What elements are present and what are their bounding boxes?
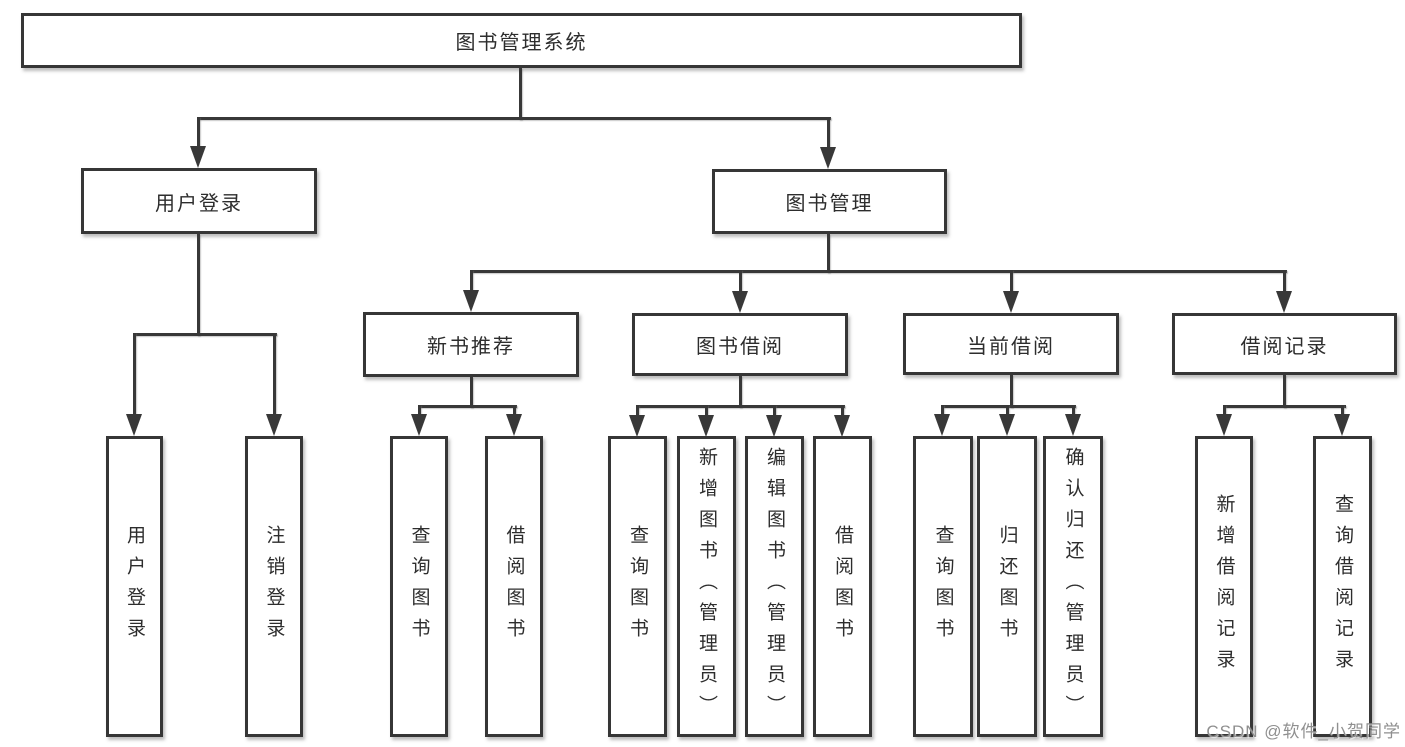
arrow-down-icon — [766, 415, 782, 437]
arrow-down-icon — [629, 415, 645, 437]
connector-newbooks-drop-1 — [418, 405, 421, 417]
csdn-watermark: CSDN @软件_小贺同学 — [1206, 722, 1401, 741]
node-book-borrow: 图书借阅 — [632, 313, 848, 376]
node-current-borrow: 当前借阅 — [903, 313, 1119, 375]
node-leaf-br-add: 新增借阅记录 — [1195, 436, 1253, 737]
arrow-down-icon — [463, 290, 479, 312]
connector-root-stem — [519, 68, 522, 120]
node-leaf-nb-search-label: 查询图书 — [408, 524, 430, 649]
node-leaf-bb-search-label: 查询图书 — [627, 524, 648, 649]
connector-root-drop-left — [197, 117, 200, 147]
node-leaf-cb-confirm: 确认归还（管理员） — [1043, 436, 1103, 737]
connector-borrowrecords-stem — [1283, 375, 1286, 408]
node-leaf-cb-search-label: 查询图书 — [932, 524, 954, 649]
node-leaf-nb-borrow-label: 借阅图书 — [503, 524, 525, 649]
node-user-login: 用户登录 — [81, 168, 317, 234]
connector-root-drop-right — [827, 117, 830, 147]
arrow-down-icon — [1216, 414, 1232, 436]
arrow-down-icon — [190, 146, 206, 168]
node-leaf-bb-search: 查询图书 — [608, 436, 667, 737]
connector-bookmgmt-stem — [827, 234, 830, 273]
connector-userlogin-stem — [197, 234, 200, 336]
connector-bookmgmt-drop-2 — [739, 270, 742, 292]
node-leaf-cb-return: 归还图书 — [977, 436, 1037, 737]
arrow-down-icon — [1334, 414, 1350, 436]
arrow-down-icon — [411, 414, 427, 436]
arrow-down-icon — [999, 414, 1015, 436]
node-leaf-ul-logout-label: 注销登录 — [263, 524, 285, 649]
arrow-down-icon — [266, 414, 282, 436]
node-leaf-nb-search: 查询图书 — [390, 436, 448, 737]
node-leaf-nb-borrow: 借阅图书 — [485, 436, 543, 737]
node-leaf-bb-edit: 编辑图书（管理员） — [745, 436, 804, 737]
connector-bookmgmt-drop-1 — [470, 270, 473, 292]
connector-bookmgmt-split — [470, 270, 1287, 273]
node-user-login-label: 用户登录 — [155, 192, 243, 215]
connector-root-split — [197, 117, 831, 120]
arrow-down-icon — [1065, 414, 1081, 436]
node-leaf-cb-confirm-label: 确认归还（管理员） — [1062, 447, 1084, 726]
node-new-books: 新书推荐 — [363, 312, 579, 377]
connector-userlogin-drop-1 — [133, 333, 136, 414]
node-leaf-ul-login-label: 用户登录 — [124, 524, 145, 649]
node-current-borrow-label: 当前借阅 — [967, 335, 1055, 358]
connector-bookmgmt-drop-4 — [1283, 270, 1286, 292]
connector-borrowrecords-drop-2 — [1341, 405, 1344, 417]
arrow-down-icon — [934, 414, 950, 436]
connector-bookmgmt-drop-3 — [1010, 270, 1013, 292]
node-book-borrow-label: 图书借阅 — [696, 336, 784, 358]
connector-currentborrow-drop-1 — [941, 405, 944, 417]
node-leaf-bb-borrow: 借阅图书 — [813, 436, 872, 737]
connector-userlogin-split — [133, 333, 277, 336]
node-new-books-label: 新书推荐 — [427, 336, 515, 358]
connector-bookborrow-stem — [739, 376, 742, 408]
connector-currentborrow-drop-2 — [1006, 405, 1009, 417]
connector-newbooks-split — [418, 405, 517, 408]
arrow-down-icon — [834, 415, 850, 437]
connector-bookborrow-drop-4 — [841, 405, 844, 417]
connector-newbooks-drop-2 — [513, 405, 516, 417]
node-leaf-cb-return-label: 归还图书 — [996, 524, 1018, 649]
node-leaf-bb-borrow-label: 借阅图书 — [832, 524, 853, 649]
node-leaf-bb-add-label: 新增图书（管理员） — [696, 447, 717, 726]
arrow-down-icon — [820, 147, 836, 169]
node-borrow-records: 借阅记录 — [1172, 313, 1397, 375]
node-book-mgmt-label: 图书管理 — [785, 193, 874, 215]
node-leaf-bb-add: 新增图书（管理员） — [677, 436, 736, 737]
node-root: 图书管理系统 — [21, 13, 1022, 68]
node-leaf-ul-logout: 注销登录 — [245, 436, 303, 737]
node-leaf-br-search: 查询借阅记录 — [1313, 436, 1372, 737]
connector-newbooks-stem — [470, 377, 473, 408]
node-leaf-bb-edit-label: 编辑图书（管理员） — [764, 447, 785, 726]
node-leaf-cb-search: 查询图书 — [913, 436, 973, 737]
node-book-mgmt: 图书管理 — [712, 169, 947, 234]
node-leaf-br-add-label: 新增借阅记录 — [1213, 493, 1235, 680]
connector-bookborrow-drop-1 — [636, 405, 639, 417]
arrow-down-icon — [732, 291, 748, 313]
connector-bookborrow-split — [636, 405, 845, 408]
connector-userlogin-drop-2 — [273, 333, 276, 414]
node-leaf-ul-login: 用户登录 — [106, 436, 163, 737]
arrow-down-icon — [1276, 291, 1292, 313]
arrow-down-icon — [506, 414, 522, 436]
node-root-label: 图书管理系统 — [455, 32, 588, 54]
connector-currentborrow-stem — [1010, 375, 1013, 408]
connector-bookborrow-drop-2 — [705, 405, 708, 417]
connector-bookborrow-drop-3 — [773, 405, 776, 417]
arrow-down-icon — [1003, 291, 1019, 313]
connector-borrowrecords-split — [1223, 405, 1346, 408]
connector-currentborrow-drop-3 — [1072, 405, 1075, 417]
connector-borrowrecords-drop-1 — [1223, 405, 1226, 417]
arrow-down-icon — [126, 414, 142, 436]
node-borrow-records-label: 借阅记录 — [1240, 335, 1329, 358]
node-leaf-br-search-label: 查询借阅记录 — [1332, 493, 1353, 680]
arrow-down-icon — [698, 415, 714, 437]
